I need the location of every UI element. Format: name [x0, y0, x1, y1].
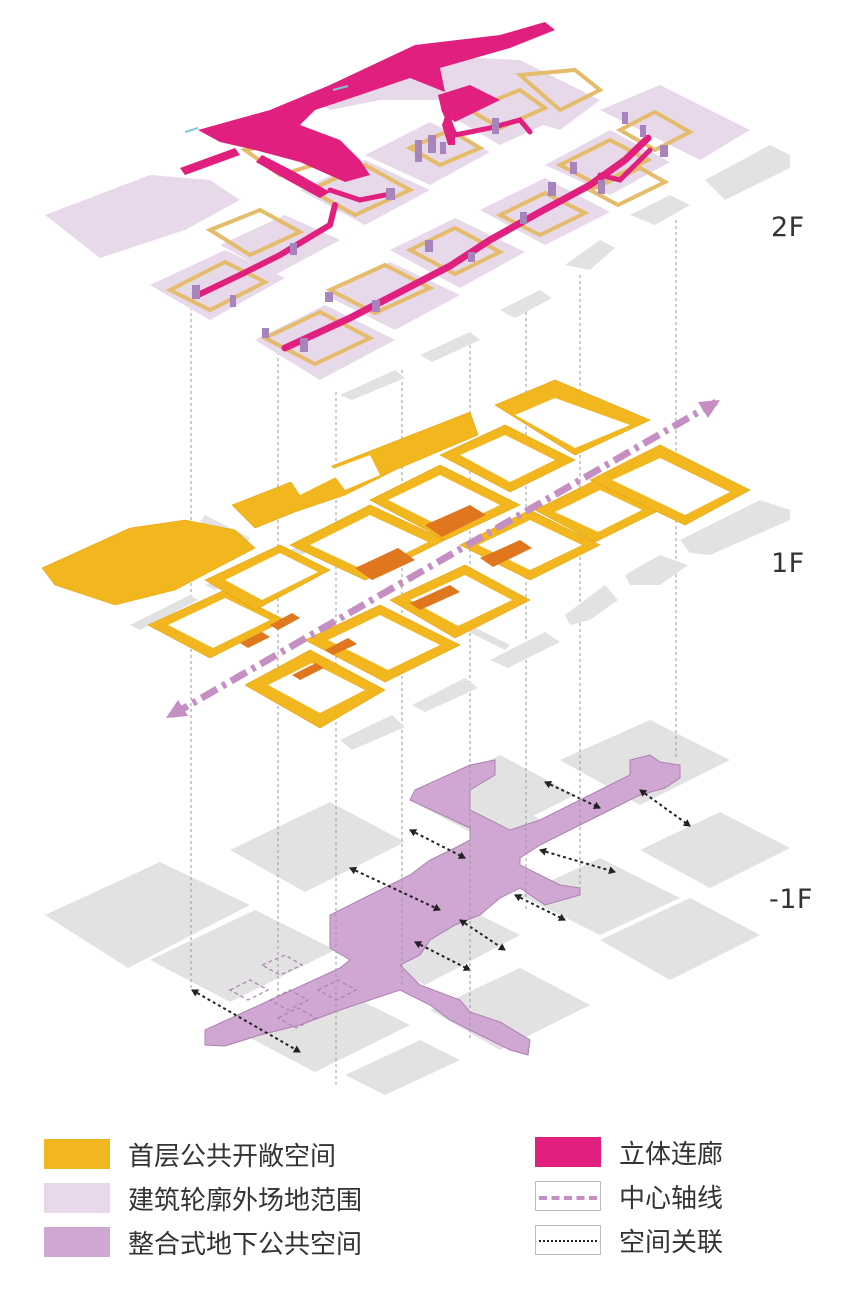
2f-site [390, 218, 525, 288]
1f-courtyard-voids [168, 398, 730, 713]
b1-block [600, 898, 760, 980]
legend-swatch-ground-public-space [44, 1139, 110, 1169]
2f-glass-connectors [184, 85, 349, 133]
b1-block [520, 858, 680, 935]
legend-swatch-corridor [535, 1137, 601, 1167]
legend-swatch-underground-public-space [44, 1227, 110, 1257]
corridor-main-top [198, 22, 555, 182]
1f-dark-plaza-patches [240, 505, 532, 680]
2f-site-left [45, 175, 240, 258]
floor-2f-layer [45, 22, 790, 400]
legend-swatch-central-axis [535, 1181, 601, 1211]
2f-site [365, 122, 490, 185]
legend-item-ground-public-space: 首层公共开敞空间 [44, 1137, 337, 1172]
2f-grey-blocks [340, 145, 790, 400]
b1-block-large-left [45, 862, 250, 968]
spatial-link-arrows [191, 780, 691, 1053]
2f-site [255, 305, 395, 380]
central-axis-arrow-sw [166, 700, 188, 718]
legend-item-spatial-link: 空间关联 [535, 1223, 724, 1258]
legend-swatch-outline-site-range [44, 1183, 110, 1213]
legend-item-outline-site-range: 建筑轮廓外场地范围 [44, 1181, 363, 1216]
b1-block [345, 1040, 460, 1095]
legend-swatch-spatial-link [535, 1225, 601, 1255]
2f-vertical-core-boxes [192, 112, 668, 352]
floor-label-b1: -1F [769, 884, 813, 915]
1f-large-left-plot [41, 519, 256, 606]
corridor-shapes [180, 22, 555, 198]
2f-building-outlines [165, 67, 695, 367]
floor-label-1f: 1F [771, 548, 805, 579]
floor-label-2f: 2F [771, 212, 805, 243]
layered-axonometric-diagram: 2F 1F -1F [41, 22, 813, 1095]
corridor-spur [180, 148, 240, 175]
legend: 首层公共开敞空间 建筑轮廓外场地范围 整合式地下公共空间 立体连廊 中心轴线 空… [0, 1110, 863, 1289]
b1-block [230, 802, 405, 892]
legend-label: 建筑轮廓外场地范围 [128, 1185, 363, 1216]
b1-block [150, 910, 335, 1002]
corridor-spur [438, 85, 500, 122]
floor-1f-layer [41, 379, 790, 750]
legend-label: 立体连廊 [619, 1139, 724, 1170]
legend-item-central-axis: 中心轴线 [535, 1179, 724, 1214]
central-axis-arrow-ne [698, 400, 720, 418]
legend-label: 整合式地下公共空间 [128, 1229, 363, 1260]
central-axis-line [170, 398, 718, 719]
2f-site [220, 215, 340, 275]
underground-public-space-shape [204, 754, 681, 1056]
diagram-svg [41, 22, 790, 1095]
legend-item-underground-public-space: 整合式地下公共空间 [44, 1225, 363, 1260]
legend-label: 首层公共开敞空间 [128, 1141, 337, 1172]
b1-block [640, 812, 790, 888]
floor-b1-layer [45, 720, 790, 1095]
legend-label: 中心轴线 [619, 1183, 724, 1214]
corridor-spur [256, 155, 330, 198]
legend-item-corridor: 立体连廊 [535, 1135, 724, 1170]
legend-label: 空间关联 [619, 1227, 724, 1258]
